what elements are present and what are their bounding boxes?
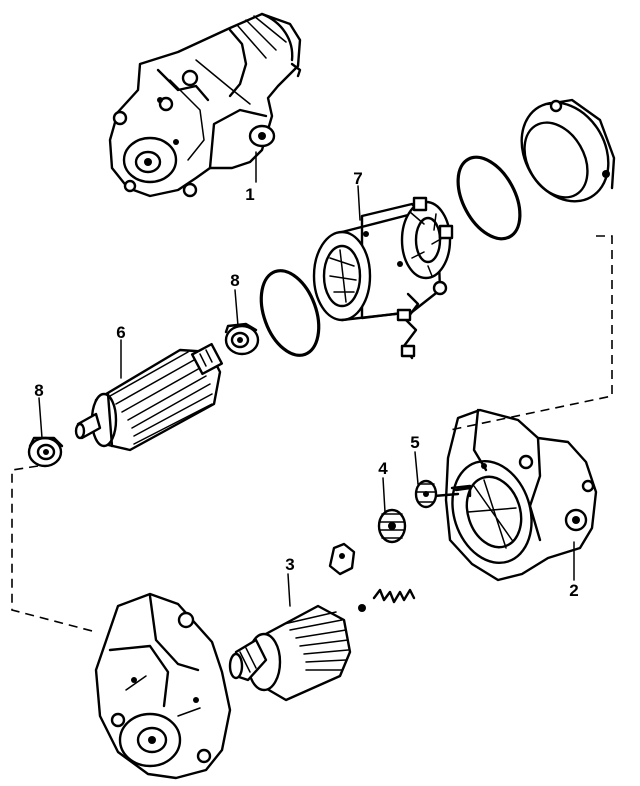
retainer-clip — [328, 542, 356, 576]
starter-clutch-part-3 — [228, 604, 352, 702]
return-spring — [358, 588, 416, 612]
alignment-guides — [11, 235, 613, 633]
drive-housing-part-2 — [432, 408, 598, 582]
leader-lines — [38, 151, 575, 607]
callout-8-upper: 8 — [230, 271, 239, 290]
callout-labels: 1 2 3 4 5 6 7 8 8 — [34, 169, 578, 600]
idler-gear-part-5 — [414, 479, 438, 509]
o-ring-upper — [456, 155, 522, 241]
armature-part-6 — [74, 342, 224, 452]
callout-8-lower: 8 — [34, 381, 43, 400]
callout-3: 3 — [285, 555, 294, 574]
callout-1: 1 — [245, 185, 254, 204]
starter-assembly-part-1 — [108, 12, 302, 198]
callout-4: 4 — [378, 459, 388, 478]
bearing-part-8-upper — [224, 322, 260, 356]
field-frame-part-7 — [312, 196, 454, 360]
front-housing — [94, 592, 232, 780]
pinion-gear-part-4 — [377, 508, 407, 544]
callout-5: 5 — [410, 433, 419, 452]
callout-7: 7 — [353, 169, 362, 188]
callout-6: 6 — [116, 323, 125, 342]
end-cap — [520, 98, 616, 203]
o-ring-middle — [259, 269, 321, 357]
callout-2: 2 — [569, 581, 578, 600]
bearing-part-8-lower — [27, 436, 64, 468]
